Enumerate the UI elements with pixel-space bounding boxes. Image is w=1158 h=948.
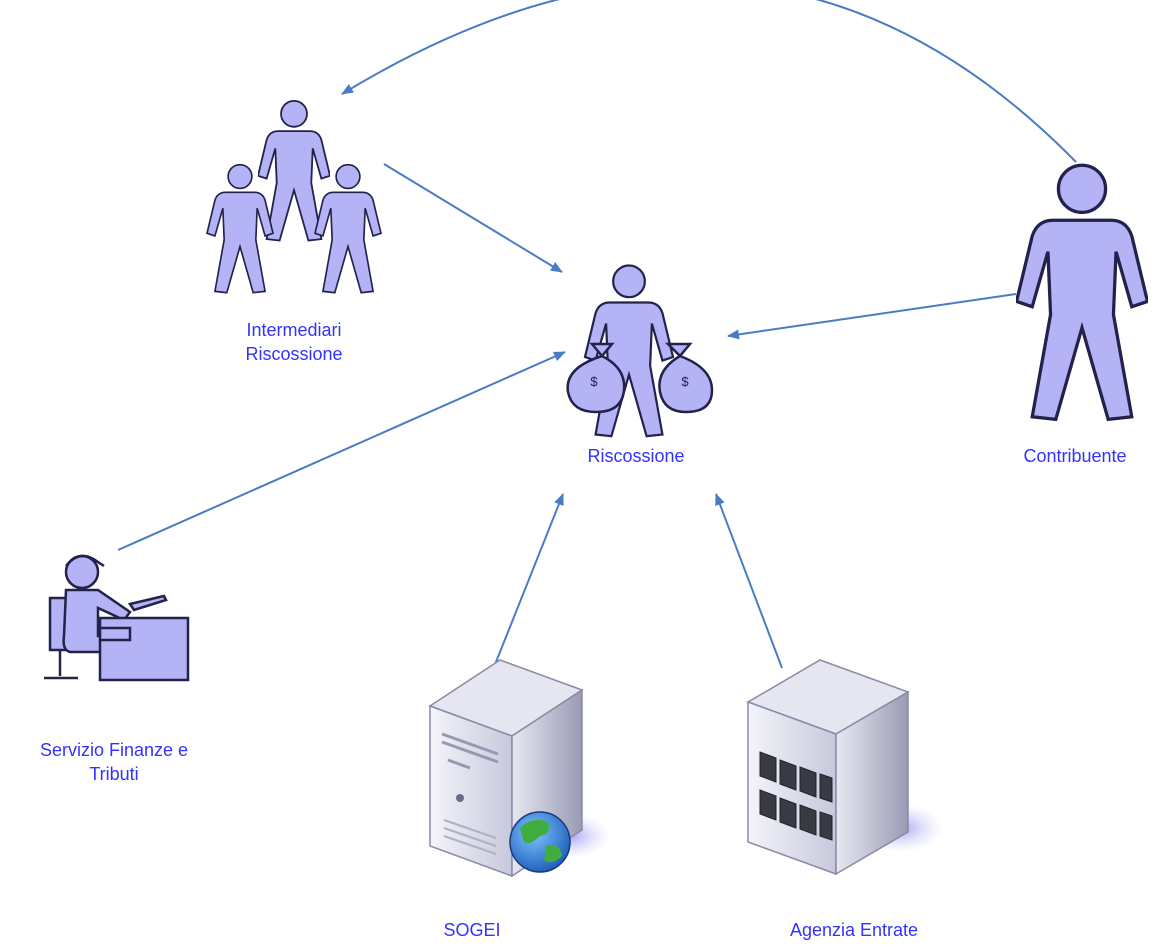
label-agenzia-entrate: Agenzia Entrate bbox=[764, 918, 944, 942]
money-bag-right bbox=[658, 342, 714, 414]
label-sogei-line-1: SOGEI bbox=[443, 920, 501, 940]
office-worker-at-desk-icon bbox=[44, 554, 190, 682]
label-intermediari-line-1: Intermediari bbox=[246, 320, 342, 340]
web-server-icon bbox=[428, 659, 610, 878]
arrow-servizio-to-riscossione bbox=[117, 351, 566, 551]
arrows bbox=[117, 0, 1077, 673]
label-servizio-line-1: Servizio Finanze e bbox=[39, 740, 189, 760]
money-bag-symbol-right: $ bbox=[681, 374, 689, 389]
label-intermediari-line-2: Riscossione bbox=[245, 344, 343, 364]
money-bag-symbol-left: $ bbox=[590, 374, 598, 389]
label-servizio-line-2: Tributi bbox=[89, 764, 139, 784]
label-contribuente: Contribuente bbox=[1000, 444, 1150, 468]
arrow-contribuente-to-riscossione bbox=[727, 293, 1017, 340]
label-riscossione-line-1: Riscossione bbox=[587, 446, 685, 466]
label-sogei: SOGEI bbox=[412, 918, 532, 942]
arrow-intermediari-to-riscossione bbox=[383, 163, 563, 273]
label-contribuente-line-1: Contribuente bbox=[1023, 446, 1127, 466]
collector-with-money-bags-icon bbox=[566, 264, 714, 438]
person-icon bbox=[1016, 163, 1148, 422]
arrow-sogei-to-riscossione bbox=[491, 493, 564, 673]
money-bag-left bbox=[566, 342, 626, 414]
people-group-icon bbox=[206, 99, 382, 294]
label-agenzia-line-1: Agenzia Entrate bbox=[789, 920, 919, 940]
label-riscossione: Riscossione bbox=[556, 444, 716, 468]
building-icon bbox=[746, 659, 942, 876]
arrow-agenzia-to-riscossione bbox=[715, 493, 783, 669]
label-servizio-finanze-tributi: Servizio Finanze e Tributi bbox=[4, 738, 224, 786]
arrow-contribuente-to-intermediari bbox=[341, 0, 1077, 163]
label-intermediari-riscossione: Intermediari Riscossione bbox=[214, 318, 374, 366]
